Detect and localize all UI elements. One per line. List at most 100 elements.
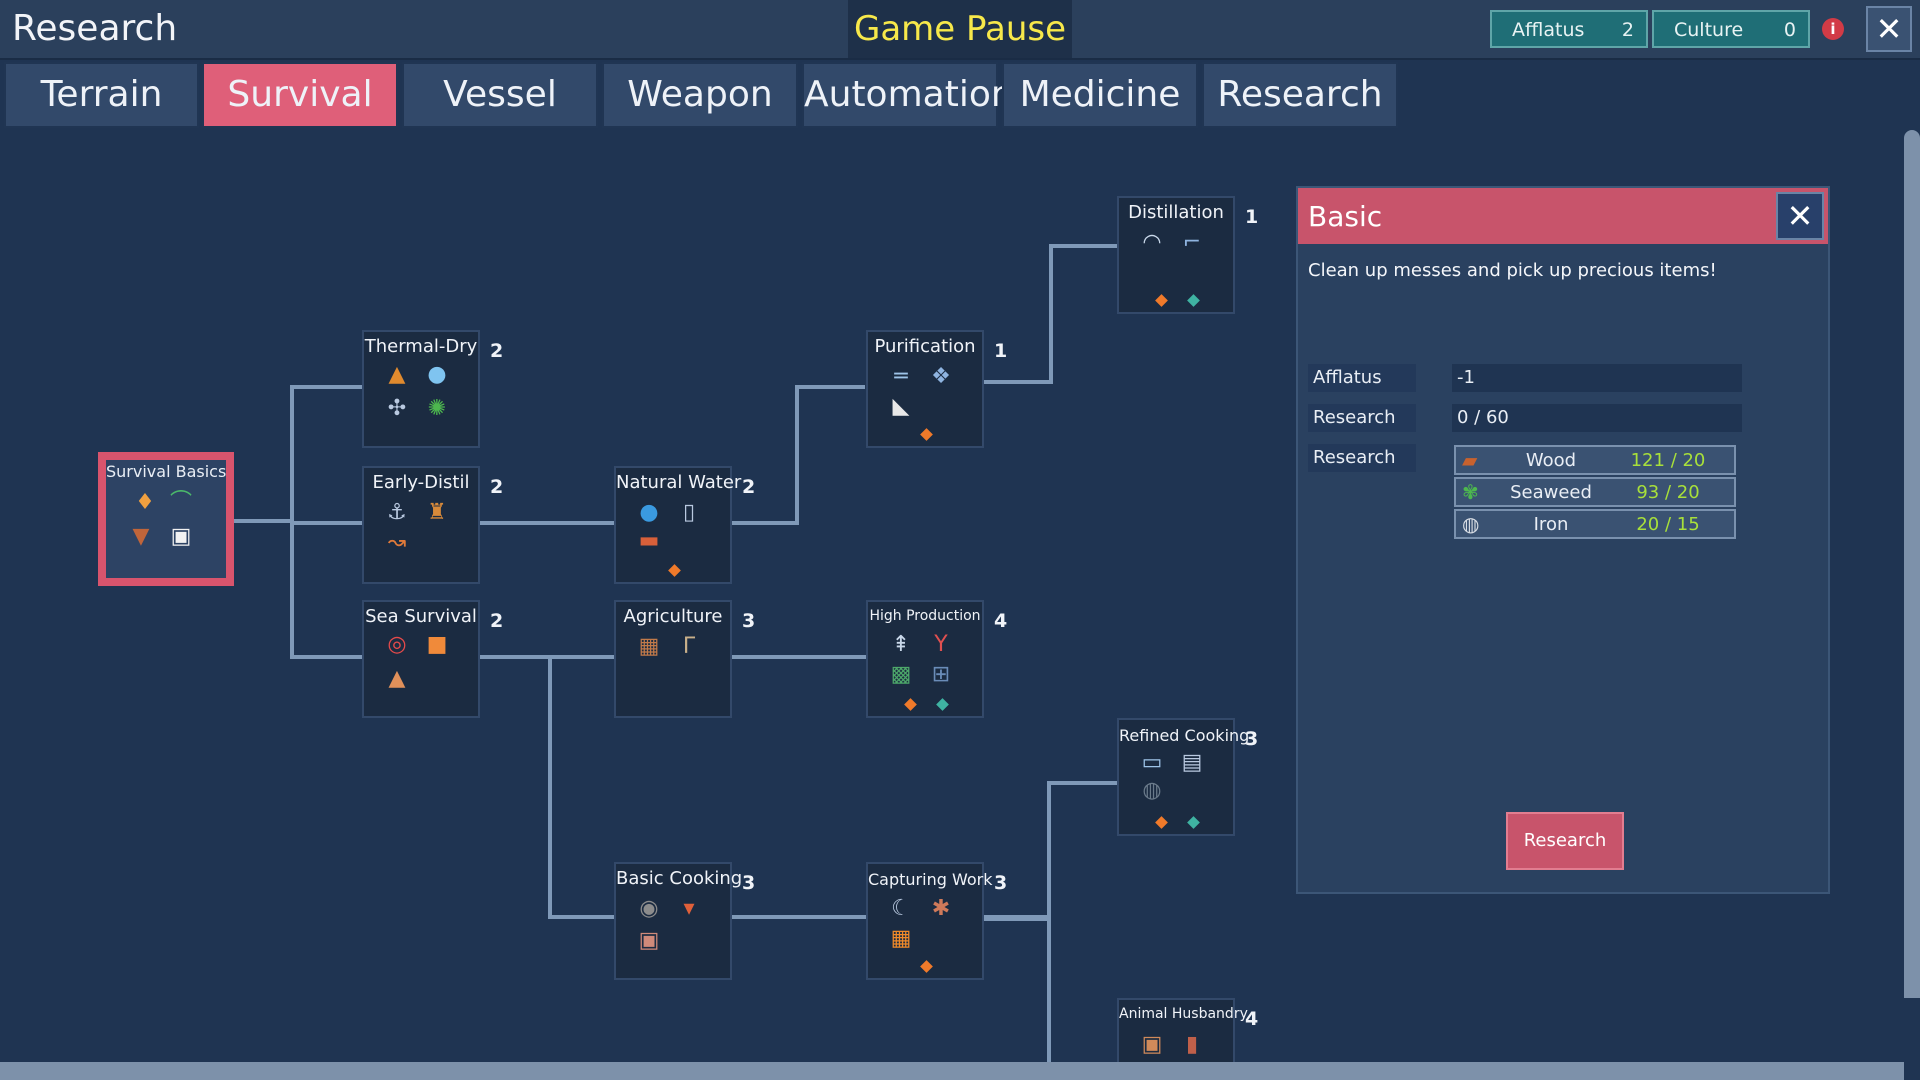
stove-icon: ▣	[638, 928, 660, 953]
node-early-distil[interactable]: Early-Distil 2 ⚓ ♜ ↝	[362, 466, 503, 584]
tab-terrain[interactable]: Terrain	[4, 62, 199, 128]
panel-header: Basic ✕	[1298, 188, 1828, 244]
tab-medicine[interactable]: Medicine	[1002, 62, 1198, 128]
culture-label: Culture	[1674, 19, 1744, 41]
close-panel-button[interactable]: ✕	[1776, 192, 1824, 240]
grill-icon: ◍	[1142, 778, 1162, 803]
orange-resource-dot	[1155, 816, 1168, 829]
node-purification[interactable]: Purification 1 ═ ❖ ◣	[866, 330, 1007, 448]
node-refined-cooking[interactable]: Refined Cooking 3 ▭ ▤ ◍	[1117, 718, 1258, 836]
connector-line	[290, 655, 362, 659]
node-sea-survival[interactable]: Sea Survival 2 ◎ ■ ▲	[362, 600, 503, 718]
close-research-button[interactable]: ✕	[1866, 6, 1912, 52]
orange-resource-dot	[1155, 294, 1168, 307]
fridge-icon: ▤	[1181, 750, 1203, 775]
tab-weapon[interactable]: Weapon	[602, 62, 798, 128]
material-count: 121 / 20	[1630, 450, 1706, 471]
node-agriculture[interactable]: Agriculture 3 ▦ Γ	[614, 600, 755, 718]
afflatus-value: 2	[1621, 19, 1634, 41]
afflatus-counter: Afflatus 2	[1490, 10, 1648, 48]
connector-line	[1049, 244, 1117, 248]
top-bar: Research Game Pause Afflatus 2 Culture 0…	[0, 0, 1920, 60]
material-iron: ◍ Iron 20 / 15	[1454, 509, 1736, 539]
node-name: Refined Cooking	[1119, 726, 1250, 745]
plant-disc-icon: ✺	[427, 396, 447, 421]
node-high-production[interactable]: High Production 4 ⇞ Y ▩ ⊞	[866, 600, 1007, 718]
crop-bed-icon: ▩	[890, 662, 912, 687]
tab-vessel[interactable]: Vessel	[402, 62, 598, 128]
node-name: Basic Cooking	[616, 868, 743, 889]
node-distillation[interactable]: Distillation 1 ◠ ⌐	[1117, 196, 1258, 314]
page-title: Research	[12, 8, 178, 49]
crane-icon: Γ	[682, 634, 696, 659]
info-icon[interactable]: i	[1822, 18, 1844, 40]
tab-research[interactable]: Research	[1202, 62, 1398, 128]
material-name: Wood	[1525, 450, 1577, 471]
node-name: Capturing Work	[868, 870, 993, 889]
still-dome-icon: ◠	[1142, 230, 1162, 255]
connector-line	[290, 521, 362, 525]
tab-survival[interactable]: Survival	[202, 62, 398, 128]
soil-plot-icon: ▦	[638, 634, 660, 659]
node-level: 2	[742, 476, 756, 498]
connector-line	[1047, 781, 1117, 785]
orange-resource-dot	[920, 428, 933, 441]
afflatus-label: Afflatus	[1512, 19, 1585, 41]
anchor-icon: ⚓	[387, 500, 407, 525]
node-capturing-work[interactable]: Capturing Work 3 ☾ ✱ ▦	[866, 862, 1007, 980]
node-natural-water[interactable]: Natural Water 2 ● ▯ ▬	[614, 466, 755, 584]
connector-line	[480, 521, 614, 525]
research-button[interactable]: Research	[1506, 812, 1624, 870]
hook-icon: ☾	[891, 896, 911, 921]
vertical-scrollbar-thumb[interactable]	[1904, 130, 1920, 998]
feeder-icon: ▣	[1141, 1032, 1163, 1057]
node-basic-cooking[interactable]: Basic Cooking 3 ◉ ▾ ▣	[614, 862, 755, 980]
node-name: Sea Survival	[365, 606, 477, 627]
node-thermal-dry[interactable]: Thermal-Dry 2 ▲ ● ✣ ✺	[362, 330, 503, 448]
node-name: Natural Water	[616, 472, 742, 493]
fire-icon: ▲	[388, 362, 406, 387]
seaweed-icon: ✾	[1462, 480, 1479, 504]
node-name: Thermal-Dry	[364, 336, 478, 357]
node-level: 1	[994, 340, 1008, 362]
water-tank-icon: ▯	[682, 500, 696, 525]
node-level: 3	[994, 872, 1008, 894]
sprinkler-icon: ⇞	[891, 632, 911, 657]
iron-ore-icon: ◍	[1462, 512, 1480, 536]
material-name: Iron	[1533, 514, 1569, 535]
connector-line	[732, 915, 866, 919]
node-name: Purification	[874, 336, 976, 357]
net-crate-icon: ▦	[890, 926, 912, 951]
node-level: 3	[742, 610, 756, 632]
node-name: Animal Husbandry	[1119, 1006, 1248, 1022]
node-name: Survival Basics	[106, 462, 227, 481]
research-progress-value: 0 / 60	[1452, 404, 1742, 432]
node-level: 2	[490, 340, 504, 362]
jar-icon: ♜	[427, 500, 447, 525]
pen-icon: ▮	[1185, 1032, 1199, 1057]
filter-icon: ═	[894, 364, 908, 389]
water-orb-icon: ●	[639, 500, 659, 525]
connector-line	[983, 915, 1051, 921]
connector-line	[1047, 781, 1051, 1062]
node-level: 1	[1245, 206, 1259, 228]
connector-line	[548, 655, 552, 919]
purifier-icon: ❖	[931, 364, 951, 389]
oven-icon: ▭	[1141, 750, 1163, 775]
tab-automation[interactable]: Automation	[802, 62, 1014, 128]
research-detail-panel: Basic ✕ Clean up messes and pick up prec…	[1296, 186, 1830, 894]
horizontal-scrollbar[interactable]	[0, 1062, 1904, 1080]
teal-resource-dot	[1187, 816, 1200, 829]
lifebuoy-icon: ◎	[387, 632, 407, 657]
windmill-icon: Y	[934, 632, 948, 657]
crab-icon: ✱	[931, 896, 951, 921]
node-name: Distillation	[1128, 202, 1224, 223]
teal-resource-dot	[936, 698, 949, 711]
game-pause-label[interactable]: Game Pause	[848, 0, 1072, 58]
raft-tile-icon: ■	[426, 632, 448, 657]
hammock-icon: ⌒	[169, 490, 192, 515]
node-survival-basics[interactable]: Survival Basics ♦ ⌒ ▼ ▣	[98, 452, 234, 586]
node-level: 4	[1245, 1008, 1259, 1030]
trap-icon: ⊞	[931, 662, 951, 687]
banner-icon: ▣	[170, 524, 192, 549]
